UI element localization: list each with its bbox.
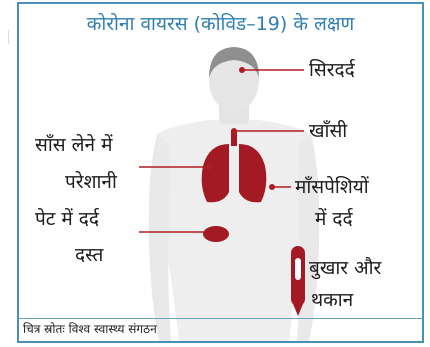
stomach-icon	[203, 226, 229, 242]
symptom-fever-line1: बुखार और	[309, 256, 381, 280]
infographic-card: कोरोना वायरस (कोविड–19) के लक्षण	[17, 2, 424, 343]
symptom-muscle-line2: में दर्द	[315, 207, 353, 231]
source-divider	[19, 318, 422, 319]
symptom-fever-line2: थकान	[311, 288, 353, 312]
image-source-credit: चित्र स्रोतः विश्व स्वास्थ्य संगठन	[23, 320, 157, 337]
symptom-stomach-line1: पेट में दर्द	[35, 207, 99, 231]
symptom-cough: खाँसी	[309, 119, 347, 143]
symptom-stomach-line2: दस्त	[75, 243, 103, 267]
left-edge-fragment	[0, 30, 9, 44]
symptom-breathing-line1: साँस लेने में	[35, 133, 112, 157]
symptom-breathing-line2: परेशानी	[65, 170, 117, 194]
symptom-muscle-line1: माँसपेशियों	[295, 175, 369, 199]
symptom-headache: सिरदर्द	[309, 58, 355, 82]
